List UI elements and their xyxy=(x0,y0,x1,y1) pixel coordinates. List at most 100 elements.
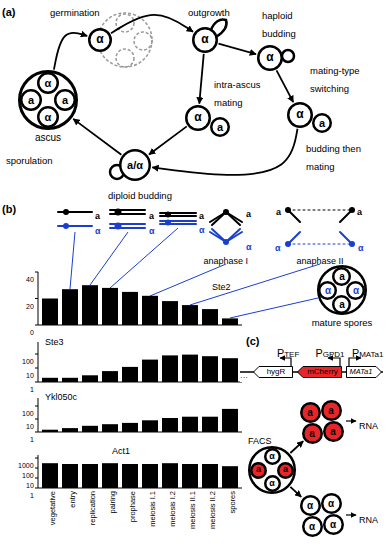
mating-type-letter: α xyxy=(309,521,315,532)
mating-type-letter: α xyxy=(330,519,336,530)
expression-bar xyxy=(122,464,138,488)
category-label: prophase xyxy=(121,491,139,522)
expression-bar xyxy=(62,378,78,382)
process-label: germination xyxy=(50,7,100,18)
circle-outline xyxy=(322,494,341,513)
mating-type-letter: a xyxy=(339,299,345,310)
expression-bar xyxy=(142,464,158,488)
cell-circle: a xyxy=(20,89,42,111)
axis-tick: 100 xyxy=(22,410,34,417)
cell-circle: α xyxy=(318,281,337,300)
process-label: budding then mating xyxy=(306,143,361,172)
mating-type-label: a xyxy=(95,205,100,223)
expression-bar xyxy=(42,285,238,488)
chart-title: Act1 xyxy=(112,446,130,456)
ascus-circle: mature sporesaααa xyxy=(310,265,375,328)
category-label: vegetative xyxy=(41,491,59,525)
process-label: sporulation xyxy=(6,155,52,166)
cell-circle: a xyxy=(302,423,323,444)
expression-bar xyxy=(222,466,238,488)
chromosome-diagram xyxy=(349,207,355,213)
panel-letter: (a) xyxy=(2,6,15,18)
cell-circle: α xyxy=(264,475,281,492)
mating-type-letter: α xyxy=(269,479,275,489)
expression-bar xyxy=(202,464,218,488)
expression-bar xyxy=(102,288,118,325)
chart-title: Ste2 xyxy=(212,282,231,292)
process-label: diploid budding xyxy=(108,190,172,201)
circle-outline xyxy=(258,46,282,70)
category-label: entry xyxy=(68,491,77,508)
mating-type-label: α xyxy=(95,226,101,236)
expression-bar xyxy=(222,358,238,382)
axis-tick: 40 xyxy=(26,276,34,283)
arrow-connector xyxy=(149,126,187,154)
mating-type-letter: a xyxy=(307,407,313,418)
expression-bar xyxy=(102,424,118,432)
cell-circle: a xyxy=(332,267,351,286)
mating-type-label: α xyxy=(246,236,252,254)
expression-bar xyxy=(182,305,198,325)
chart-axis xyxy=(35,398,242,432)
category-label: pairing xyxy=(101,491,119,514)
stage-pointer-line xyxy=(110,228,178,288)
mating-type-label: α xyxy=(199,219,205,237)
axis-tick: 100 xyxy=(22,472,34,479)
chromosome-diagram xyxy=(58,207,355,247)
category-label: prophase xyxy=(128,491,137,522)
circle-outline xyxy=(89,29,111,51)
arrow-connector xyxy=(290,487,301,497)
mating-type-letter: α xyxy=(194,111,201,124)
mating-type-label: a xyxy=(149,211,154,221)
expression-bar xyxy=(202,356,218,382)
expression-bar xyxy=(182,355,198,382)
circle-outline xyxy=(193,28,217,52)
expression-bar xyxy=(162,463,178,488)
chromosome-diagram xyxy=(223,239,229,245)
mating-type-label: a xyxy=(246,209,251,219)
cell-circle: a xyxy=(332,295,351,314)
circle-outline xyxy=(38,107,58,127)
circle-outline xyxy=(320,282,337,299)
expression-bar xyxy=(62,464,78,488)
chart-title: Ykl050c xyxy=(45,386,77,404)
ellipsis: ··· xyxy=(240,373,248,382)
product-label: RNA xyxy=(359,515,378,525)
expression-bar xyxy=(62,289,78,325)
stage-label: anaphase I xyxy=(204,256,249,266)
axis-tick: 10 xyxy=(26,482,34,489)
category-label: replication xyxy=(81,491,99,525)
stage-label: anaphase II xyxy=(297,250,344,268)
chromosome-diagram xyxy=(349,241,355,247)
axis-tick: 1 xyxy=(30,378,34,396)
category-label: meiosis II.2 xyxy=(208,491,217,529)
panel-letter: (c) xyxy=(246,331,259,349)
expression-bar xyxy=(122,292,138,325)
ascus-label: mature spores xyxy=(312,318,373,328)
category-label: meiosis II.1 xyxy=(188,491,197,529)
stage-label: anaphase II xyxy=(297,256,344,266)
expression-bar xyxy=(222,318,238,325)
cell-circle: a xyxy=(312,113,332,133)
expression-bar xyxy=(142,420,158,432)
process-label: outgrowth xyxy=(188,2,230,20)
arrow-connector xyxy=(111,15,193,33)
mating-type-label: α xyxy=(358,237,364,255)
mating-type-letter: a/α xyxy=(127,159,143,171)
circle-outline xyxy=(55,90,75,110)
circle-outline xyxy=(20,72,77,129)
cell-circle: a xyxy=(250,462,267,479)
mating-type-label: α xyxy=(149,226,155,236)
arrow-outline xyxy=(254,367,293,378)
mating-type-letter: α xyxy=(201,33,208,46)
rna-arrow xyxy=(346,514,356,515)
mating-type-label: a xyxy=(95,211,100,221)
arrow-connector xyxy=(73,119,121,155)
expression-bar xyxy=(142,296,158,325)
circle-outline xyxy=(324,515,343,534)
cell-circle: a/α xyxy=(119,149,151,181)
expression-bar xyxy=(82,375,98,382)
arrow-connector xyxy=(54,33,87,70)
mating-type-letter: a xyxy=(256,465,261,475)
axis-tick: 10 xyxy=(26,415,34,433)
